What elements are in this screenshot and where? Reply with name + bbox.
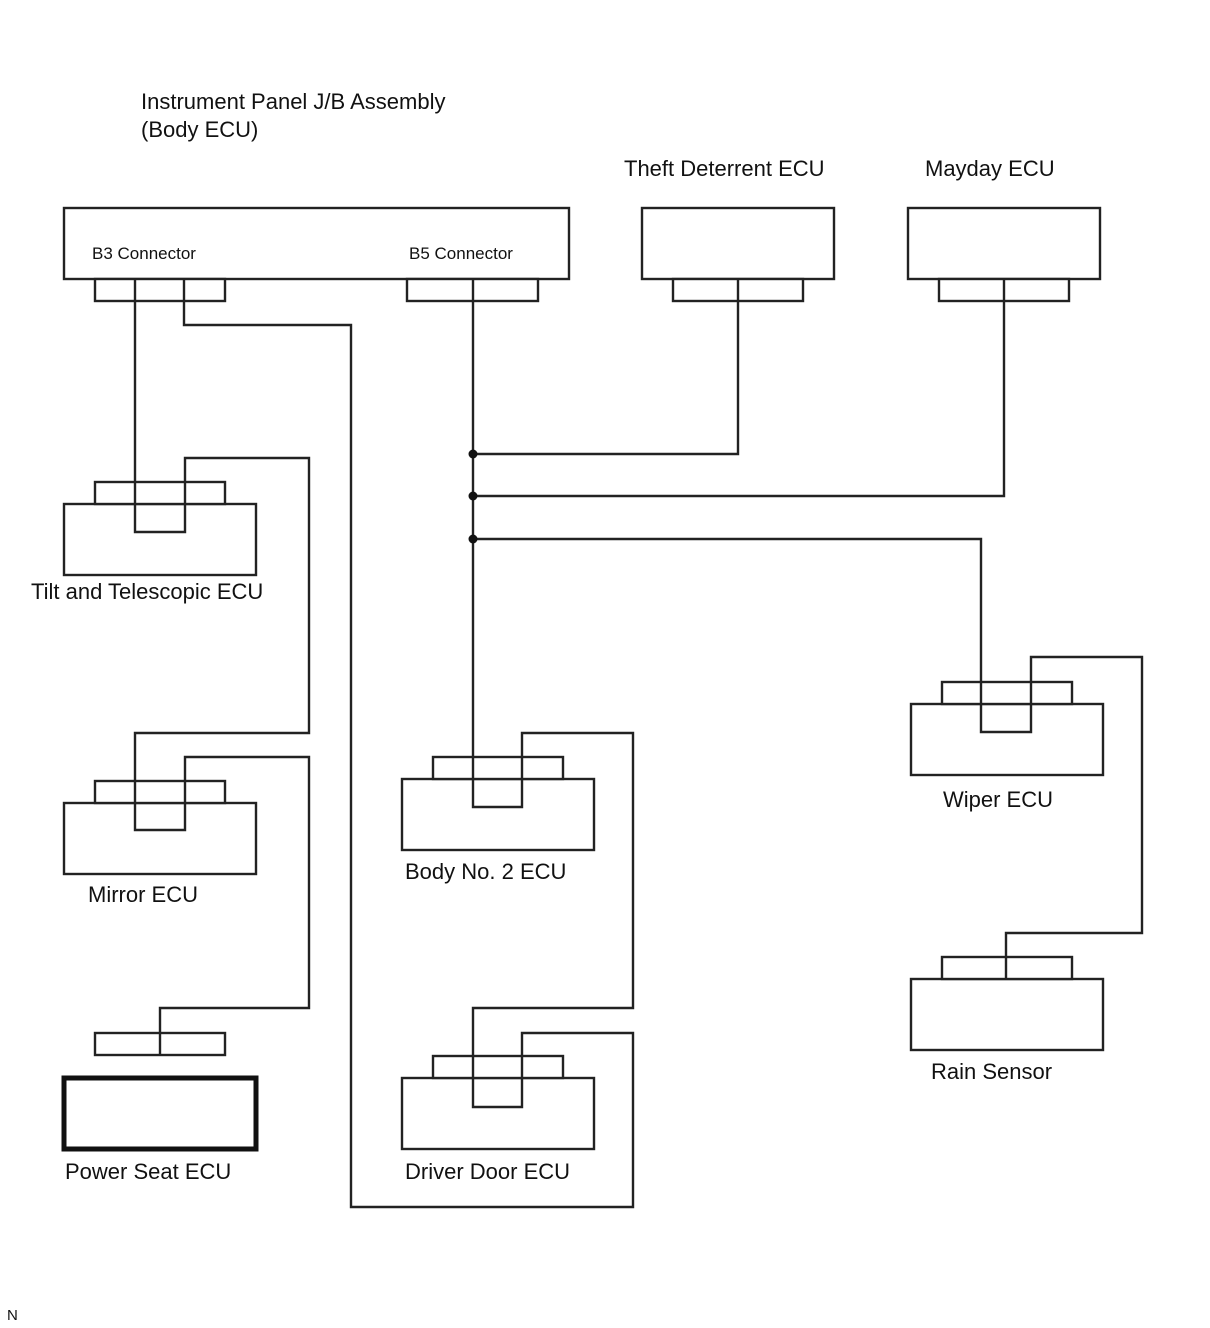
driver-door-ecu — [400, 1054, 596, 1151]
mirror-ecu — [62, 779, 258, 876]
wiper-ecu — [909, 680, 1105, 777]
b3-connector-label: B3 Connector — [92, 244, 196, 263]
jb-title-line1: Instrument Panel J/B Assembly — [141, 89, 445, 114]
power-seat-ecu — [61, 1031, 259, 1152]
tilt-telescopic-ecu — [62, 480, 258, 577]
body-no2-ecu — [400, 755, 596, 852]
body-no2-label: Body No. 2 ECU — [405, 859, 566, 884]
rain-sensor-label: Rain Sensor — [931, 1059, 1052, 1084]
driver-door-label: Driver Door ECU — [405, 1159, 570, 1184]
theft-deterrent-ecu — [640, 206, 836, 303]
mayday-label: Mayday ECU — [925, 156, 1055, 181]
footer-code: N — [7, 1307, 18, 1324]
junction-dot — [468, 491, 478, 501]
tilt-telescopic-label: Tilt and Telescopic ECU — [31, 579, 263, 604]
theft-deterrent-label: Theft Deterrent ECU — [624, 156, 825, 181]
rain-sensor — [909, 955, 1105, 1052]
mayday-ecu — [906, 206, 1102, 303]
jb-title-line2: (Body ECU) — [141, 117, 258, 142]
b5-connector-label: B5 Connector — [409, 244, 513, 263]
junction-dot — [468, 449, 478, 459]
b3-connector — [93, 277, 227, 303]
jb-assembly — [62, 206, 571, 303]
mirror-label: Mirror ECU — [88, 882, 198, 907]
junction-dot — [468, 534, 478, 544]
wiper-label: Wiper ECU — [943, 787, 1053, 812]
power-seat-label: Power Seat ECU — [65, 1159, 231, 1184]
